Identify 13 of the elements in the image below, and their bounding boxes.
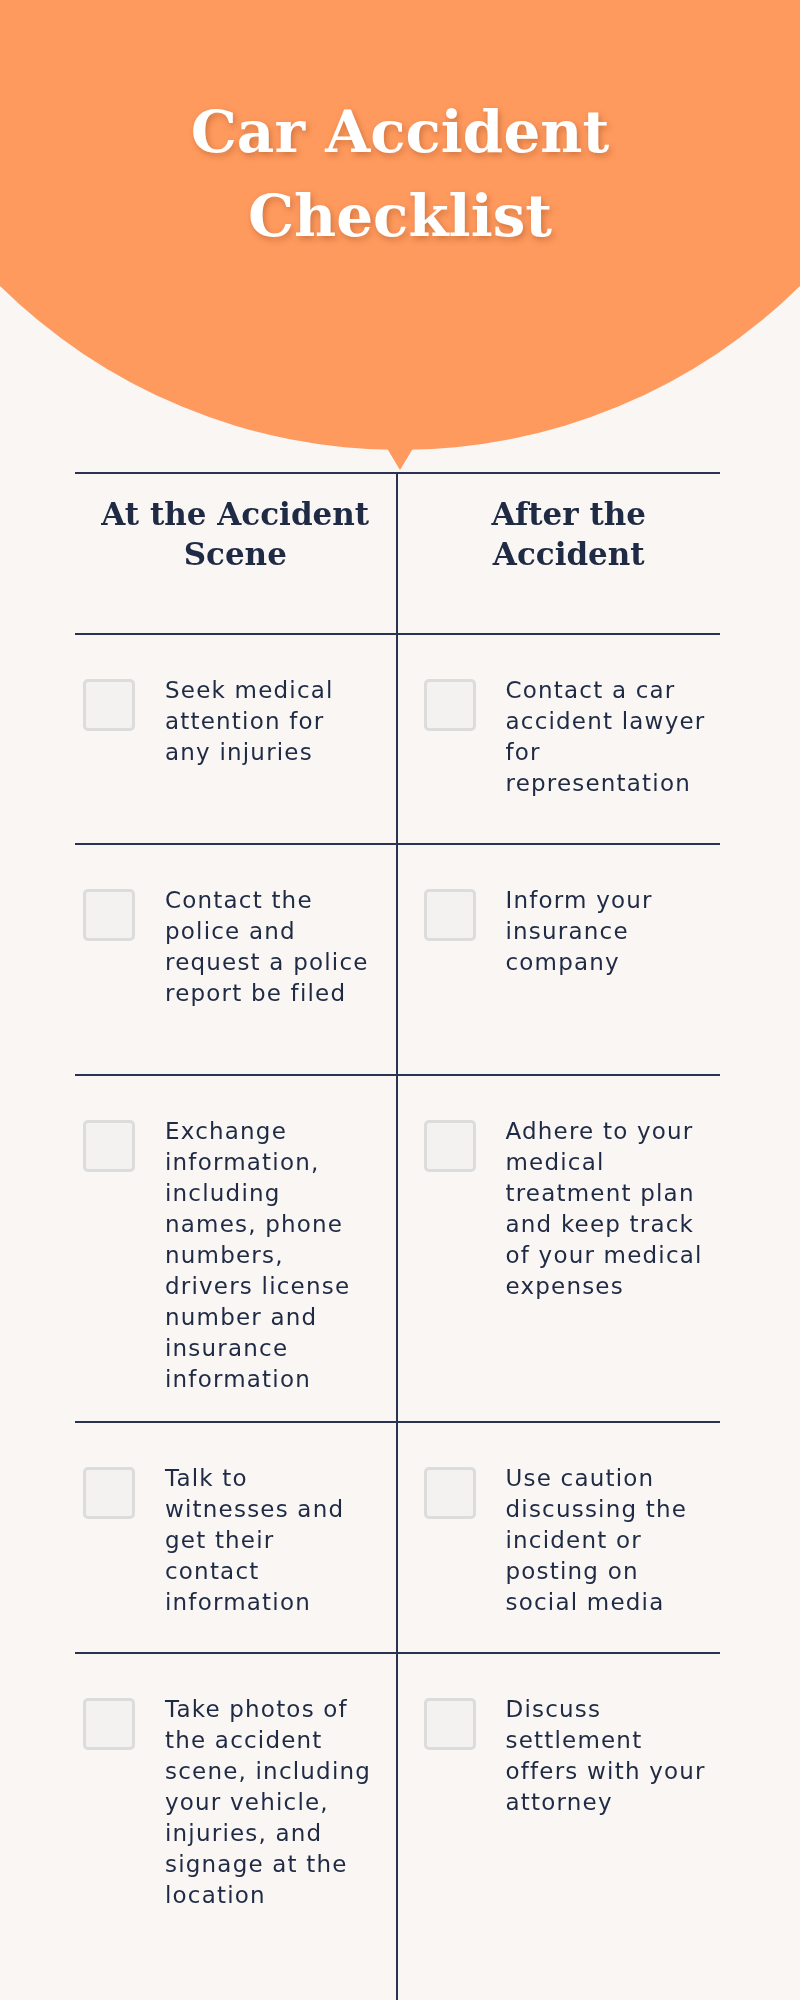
checklist-item: Contact a car accident lawyer for representation [505,676,707,798]
checklist-item: Discuss settlement offers with your attorney [505,1695,707,1817]
column-heading: After the Accident [490,495,648,574]
checklist-item: Talk to witnesses and get their contact information [165,1464,346,1617]
checklist-item: Contact the police and request a police report be filed [165,886,370,1008]
checklist-item: Use caution discussing the incident or posting on social media [505,1464,689,1617]
checklist-item: Take photos of the accident scene, including your vehicle, injuries, and signage at the location [165,1695,373,1910]
title: Car Accident Checklist [189,97,611,252]
checklist-item: Seek medical attention for any injuries [165,676,335,767]
checklist-item: Inform your insurance company [505,886,654,977]
checklist-item: Adhere to your medical treatment plan and keep track of your medical expenses [505,1117,704,1301]
checklist-item: Exchange information, including names, phone numbers, drivers license number and insurance information [165,1117,352,1394]
column-heading: At the Accident Scene [100,495,371,574]
